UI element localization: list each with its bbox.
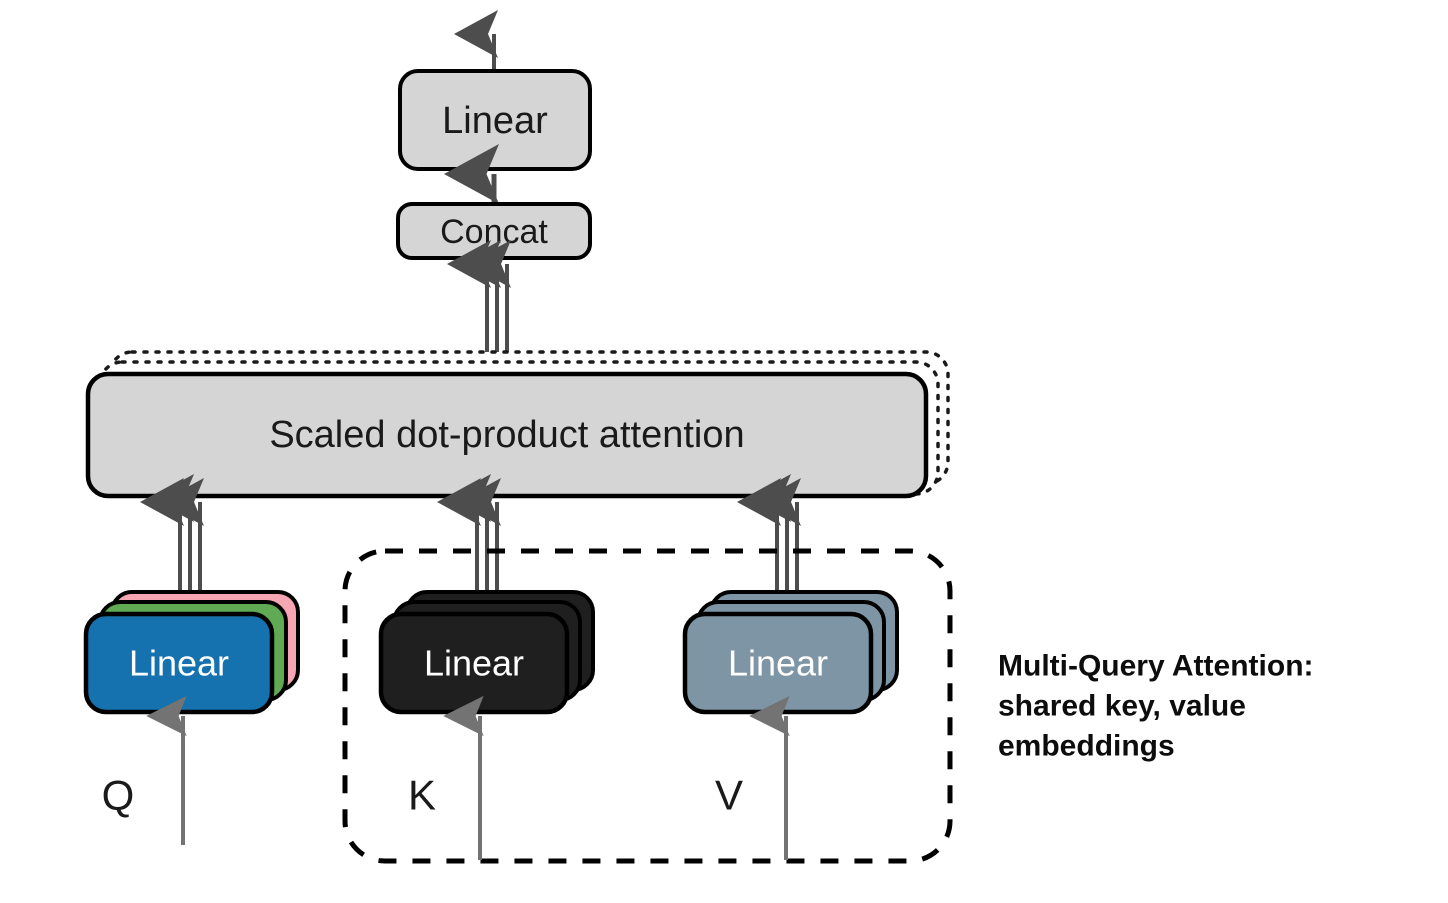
caption-block: Multi-Query Attention: shared key, value… (998, 650, 1314, 763)
attention-shape (85, 371, 929, 499)
query-to-attention-arrows (140, 474, 204, 608)
output-linear-block[interactable]: Linear (398, 69, 592, 171)
value-linear-block[interactable]: Linear (682, 590, 899, 715)
key-input-label: K (408, 772, 436, 819)
key-linear-block[interactable]: Linear (378, 590, 595, 715)
query-input-label: Q (102, 772, 135, 819)
concat-block[interactable]: Concat (396, 202, 592, 260)
caption-line-2: shared key, value (998, 690, 1246, 723)
attention-block-stack[interactable]: Scaled dot-product attention (85, 350, 950, 499)
attention-label: Scaled dot-product attention (269, 414, 744, 456)
query-linear-label: Linear (129, 643, 229, 684)
value-linear-label: Linear (728, 643, 828, 684)
caption-line-3: embeddings (998, 730, 1175, 763)
output-linear-label: Linear (442, 100, 548, 142)
query-linear-block[interactable]: Linear (83, 590, 300, 715)
caption-line-1: Multi-Query Attention: (998, 650, 1314, 683)
value-input-label: V (715, 772, 743, 819)
key-linear-label: Linear (424, 643, 524, 684)
concat-label: Concat (440, 213, 548, 251)
